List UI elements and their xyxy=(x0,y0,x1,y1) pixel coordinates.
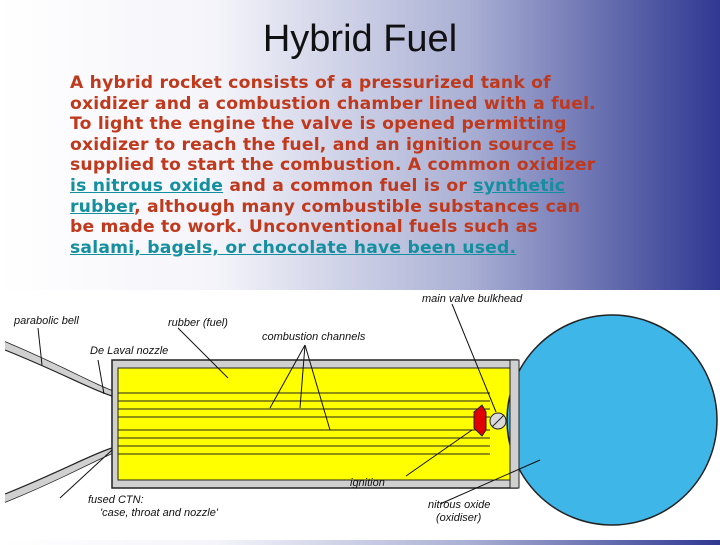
slide-title: Hybrid Fuel xyxy=(262,18,458,60)
leader-de-laval xyxy=(97,359,105,395)
igniter xyxy=(473,404,487,437)
body-line: oxidizer to reach the fuel, and an ignit… xyxy=(70,134,577,155)
label-oxidiser: (oxidiser) xyxy=(436,512,482,524)
valve-bulkhead xyxy=(509,359,520,489)
body-line: be made to work. Unconventional fuels su… xyxy=(70,217,538,238)
label-fused-ctn-detail: 'case, throat and nozzle' xyxy=(100,507,219,519)
link-synthetic-rubber[interactable]: synthetic xyxy=(473,175,566,196)
leader-parabolic-bell xyxy=(37,327,43,366)
leader-combustion-channels xyxy=(269,344,306,409)
body-line: oxidizer and a combustion chamber lined … xyxy=(70,93,596,114)
leader-combustion-channels xyxy=(299,344,306,409)
body-line: salami, bagels, or chocolate have been u… xyxy=(70,238,690,259)
body-text-fragment: , although many combustible substances c… xyxy=(134,196,581,217)
link-unconventional-fuels[interactable]: salami, bagels, or chocolate have been u… xyxy=(70,237,517,258)
leader-combustion-channels xyxy=(304,344,331,431)
link-nitrous-oxide[interactable]: is nitrous oxide xyxy=(70,175,224,196)
leader-rubber-fuel xyxy=(177,327,229,379)
body-line: To light the engine the valve is opened … xyxy=(70,114,567,135)
hybrid-rocket-diagram: parabolic bell rubber (fuel) De Laval no… xyxy=(0,290,720,540)
leader-nitrous-oxide xyxy=(439,459,541,505)
valve-slot xyxy=(491,414,505,428)
label-de-laval-nozzle: De Laval nozzle xyxy=(90,345,168,357)
label-ignition: ignition xyxy=(350,477,385,489)
leader-ignition xyxy=(405,429,473,477)
body-line: A hybrid rocket consists of a pressurize… xyxy=(70,73,551,93)
label-parabolic-bell: parabolic bell xyxy=(13,315,79,327)
leader-fused-ctn xyxy=(59,449,113,499)
fuel-grain xyxy=(117,367,511,481)
label-main-valve-bulkhead: main valve bulkhead xyxy=(422,293,523,305)
link-synthetic-rubber-cont[interactable]: rubber xyxy=(70,196,135,217)
body-line: supplied to start the combustion. A comm… xyxy=(70,155,596,176)
leader-main-valve xyxy=(451,303,497,413)
nozzle-fused-casing xyxy=(5,342,115,502)
body-line: is nitrous oxide and a common fuel is or… xyxy=(70,176,690,197)
diagram-svg: parabolic bell rubber (fuel) De Laval no… xyxy=(4,293,718,526)
body-text-fragment: and a common fuel is or xyxy=(223,175,474,196)
label-rubber-fuel: rubber (fuel) xyxy=(168,317,228,329)
oxidiser-tank xyxy=(506,314,718,526)
body-paragraph: A hybrid rocket consists of a pressurize… xyxy=(70,73,690,258)
label-fused-ctn: fused CTN: xyxy=(88,494,144,506)
label-combustion-channels: combustion channels xyxy=(262,331,366,343)
label-nitrous-oxide: nitrous oxide xyxy=(428,499,490,511)
body-line: rubber, although many combustible substa… xyxy=(70,197,690,218)
